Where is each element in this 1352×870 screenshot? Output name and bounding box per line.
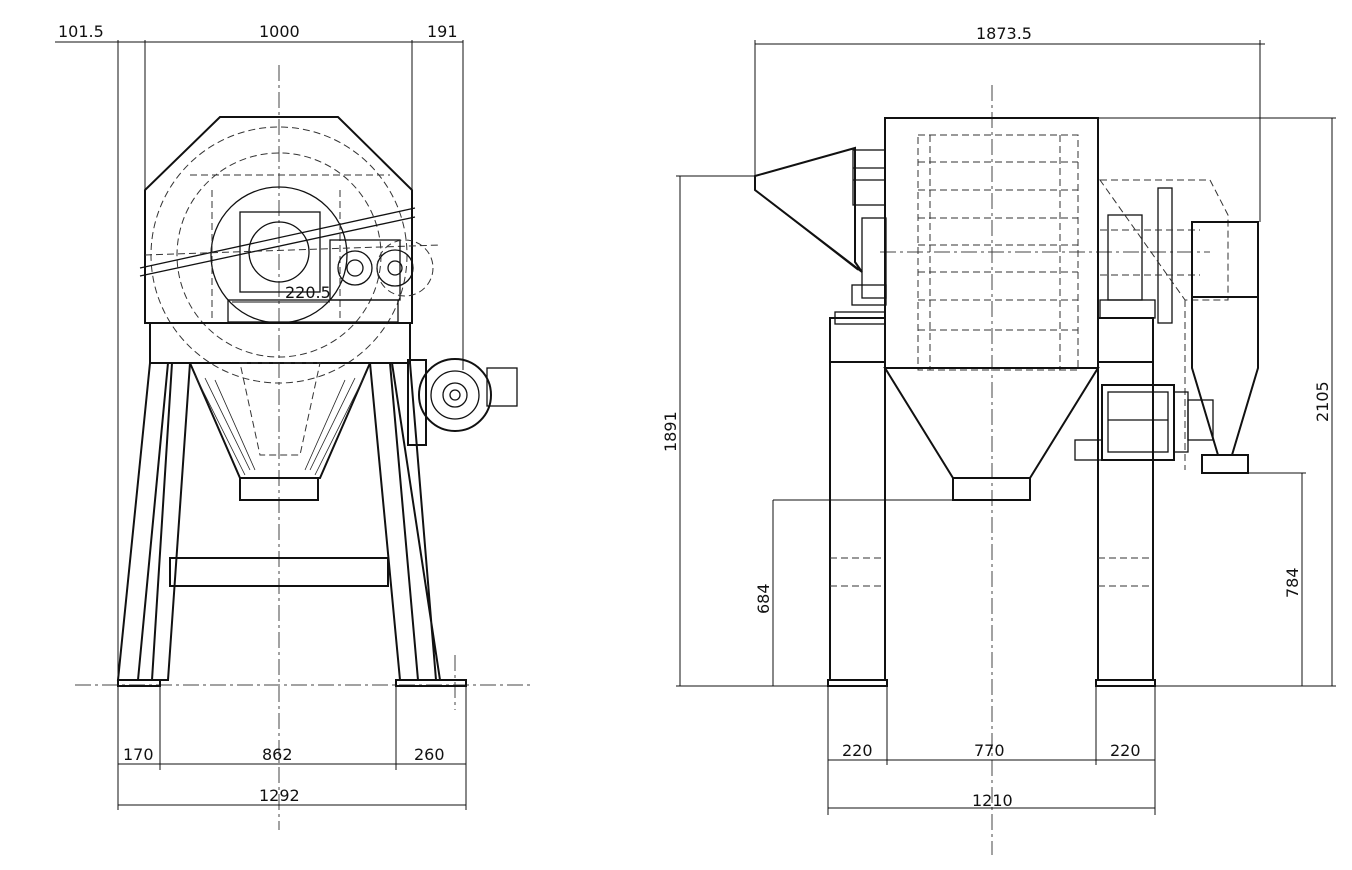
dim-1873-5: 1873.5	[976, 24, 1032, 43]
front-side-motor-icon	[407, 358, 518, 446]
dim-191: 191	[427, 22, 458, 41]
dim-1000: 1000	[259, 22, 300, 41]
front-dimensions: 101.5 1000 191 220.5 170 862 260 1292	[55, 22, 467, 810]
side-legs	[827, 317, 1156, 687]
dim-220-right: 220	[1110, 741, 1141, 760]
dim-2105: 2105	[1313, 381, 1332, 422]
dim-1210: 1210	[972, 791, 1013, 810]
dim-260: 260	[414, 745, 445, 764]
side-outlet	[952, 477, 1031, 501]
dim-101-5: 101.5	[58, 22, 104, 41]
dim-770: 770	[974, 741, 1005, 760]
front-legs	[116, 362, 467, 687]
dim-784: 784	[1283, 567, 1302, 598]
side-view: 1873.5 1891 684 2105 784 220 770 220	[661, 24, 1336, 855]
dim-1292: 1292	[259, 786, 300, 805]
dim-220-5: 220.5	[285, 283, 331, 302]
dim-684: 684	[754, 583, 773, 614]
front-outlet	[239, 477, 319, 501]
dim-862: 862	[262, 745, 293, 764]
electric-motor-icon	[1074, 384, 1214, 461]
discharge-cyclone	[1184, 221, 1259, 474]
front-hopper	[188, 362, 372, 479]
side-dimensions: 1873.5 1891 684 2105 784 220 770 220	[661, 24, 1336, 815]
inlet-chute	[754, 146, 863, 273]
dim-170: 170	[123, 745, 154, 764]
dim-1891: 1891	[661, 411, 680, 452]
front-view: 101.5 1000 191 220.5 170 862 260 1292	[55, 22, 530, 830]
dim-220-left: 220	[842, 741, 873, 760]
